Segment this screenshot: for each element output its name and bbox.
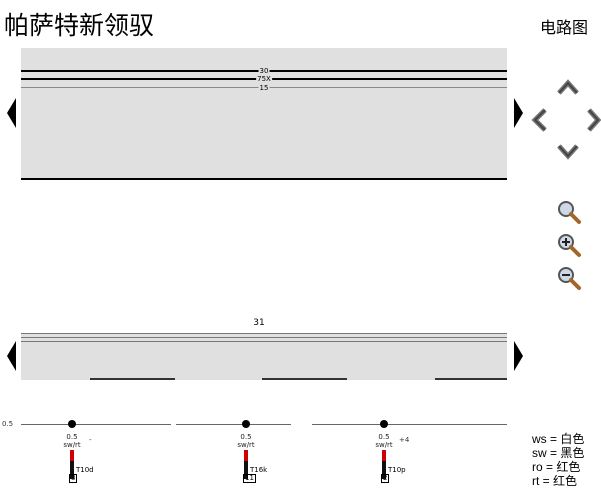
wire-spec: 0.5 sw/rt [375,433,392,449]
legend-code: sw [532,446,547,460]
wire-note: +4 [399,436,410,444]
scroll-right-top-button[interactable] [514,98,523,128]
zoom-in-icon[interactable] [556,232,582,258]
ground-segment [435,378,507,380]
connector-label: T10p [388,466,406,474]
legend-code: ro [532,460,543,474]
signal-line [312,424,507,425]
chevron-down-icon[interactable] [556,143,580,161]
scroll-left-top-button[interactable] [7,98,16,128]
ground-line-2 [21,341,507,342]
wire-label-31: 31 [253,318,265,328]
legend-meaning: 红色 [553,474,578,488]
zoom-out-icon[interactable] [556,265,582,291]
ground-wire-panel [21,333,507,380]
wire-spec: 0.5 sw/rt [237,433,254,449]
wire-note: - [89,436,92,444]
wire-size: 0.5 [66,433,78,441]
chevron-left-icon[interactable] [530,107,548,133]
legend-row: ro = 红色 [532,460,581,474]
signal-line [21,424,171,425]
legend-row: rt = 红色 [532,474,578,488]
wire-color: sw/rt [375,441,393,449]
legend-code: rt [532,474,540,488]
wire-segment-red [382,450,386,462]
page-title: 帕萨特新领驭 [4,11,155,40]
chevron-right-icon[interactable] [586,107,601,133]
wire-segment-red [244,450,248,462]
legend-row: sw = 黑色 [532,446,585,460]
ground-segment [262,378,347,380]
zoom-icon[interactable] [556,199,582,225]
legend-meaning: 红色 [556,460,581,474]
signal-line [176,424,291,425]
junction-dot [242,420,250,428]
wire-segment-red [70,450,74,462]
wire-color: sw/rt [237,441,255,449]
ref-label: 0.5 [2,420,14,428]
connector-label: T10d [76,466,94,474]
wire-spec: 0.5 sw/rt [63,433,80,449]
wire-size: 0.5 [240,433,252,441]
connector-pin [70,461,74,479]
connector-pin [244,461,248,479]
scroll-left-bottom-button[interactable] [7,341,16,371]
scroll-right-bottom-button[interactable] [514,341,523,371]
wire-color-legend: ws = 白色 sw = 黑色 ro = 红色 rt = 红色 [532,432,584,488]
junction-dot [380,420,388,428]
ground-segment [90,378,175,380]
chevron-up-icon[interactable] [556,78,580,96]
legend-code: ws [532,432,547,446]
legend-row: ws = 白色 [532,432,585,446]
view-mode-label: 电路图 [540,18,589,37]
connector-label: T16k [250,466,268,474]
wire-label-30: 30 [258,67,270,75]
ground-line-1 [21,337,507,338]
legend-meaning: 白色 [560,432,585,446]
junction-dot [68,420,76,428]
wire-size: 0.5 [378,433,390,441]
connector-pin [382,461,386,479]
legend-meaning: 黑色 [560,446,585,460]
wire-label-15: 15 [258,84,270,92]
wire-label-75x: 75X [256,75,272,83]
wire-color: sw/rt [63,441,81,449]
